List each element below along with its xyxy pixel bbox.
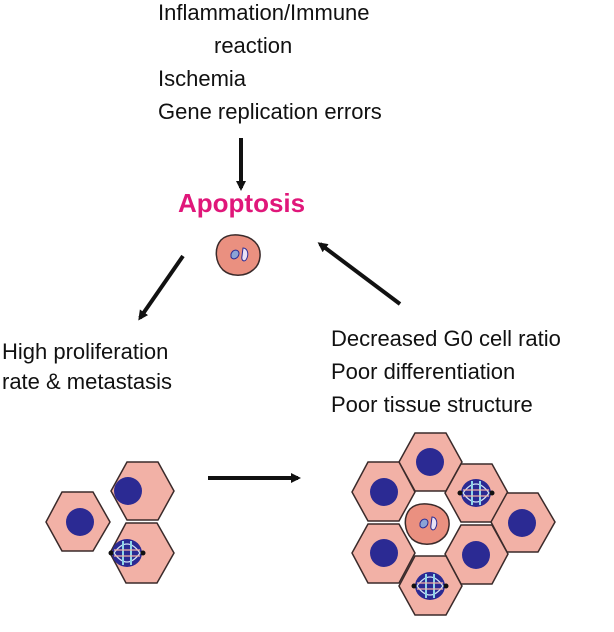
nucleus [462,541,490,569]
mitotic-nucleus [108,539,146,567]
mitotic-nucleus [411,572,449,600]
right-outcome-line2: Poor differentiation [331,359,516,384]
cause-gene-errors: Gene replication errors [158,99,382,124]
cause-inflammation: Inflammation/Immune [158,0,370,25]
nucleus [114,477,142,505]
central-apoptotic-cell [404,503,450,545]
left-outcome-line1: High proliferation [2,339,169,364]
arrow-right-to-apoptosis [317,242,402,306]
right-outcome-line3: Poor tissue structure [331,392,533,417]
left-cell-cluster [45,461,175,584]
nucleus [370,539,398,567]
cause-reaction: reaction [214,33,293,58]
nucleus [416,448,444,476]
nucleus [508,509,536,537]
nucleus [370,478,398,506]
cell [110,461,175,521]
apoptotic-cell-icon [215,234,261,276]
left-outcome-line2: rate & metastasis [2,369,172,394]
right-outcome-line1: Decreased G0 cell ratio [331,326,561,351]
cause-ischemia: Ischemia [158,66,247,91]
mitotic-nucleus [457,479,495,507]
right-cell-cluster [351,432,556,616]
arrow-apoptosis-to-left [138,254,185,321]
nucleus [66,508,94,536]
apoptosis-label: Apoptosis [178,188,306,218]
